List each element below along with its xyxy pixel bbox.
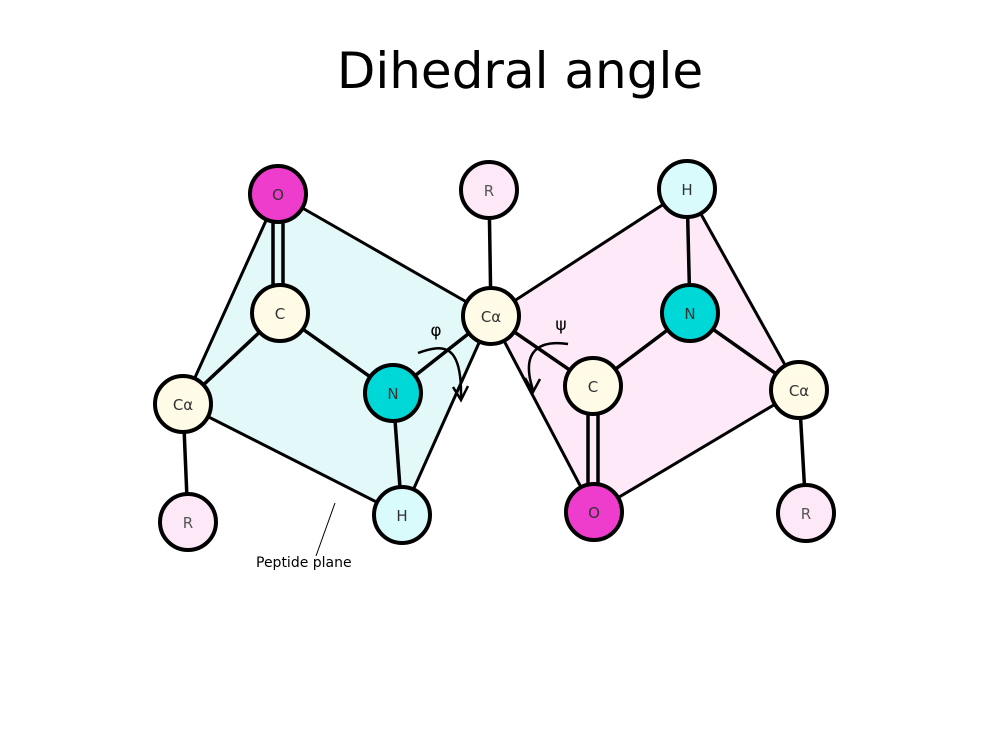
atom-ca-left: Cα <box>153 374 213 434</box>
atom-r-right-label: R <box>801 505 811 523</box>
atom-r-left-label: R <box>183 514 193 532</box>
psi-rotation-arrow <box>523 341 569 395</box>
atom-o-left: O <box>248 164 308 224</box>
atom-c-left-label: C <box>275 305 285 323</box>
atom-n-left-label: N <box>387 385 398 403</box>
atom-c-right: C <box>563 356 623 416</box>
atom-c-left: C <box>250 283 310 343</box>
psi-label: ψ <box>555 315 566 335</box>
atom-n-right: N <box>660 283 720 343</box>
atom-ca-right: Cα <box>769 360 829 420</box>
atom-h-left: H <box>372 485 432 545</box>
atom-ca-right-label: Cα <box>789 382 809 400</box>
atom-h-right-label: H <box>681 181 692 199</box>
atom-r-right: R <box>776 483 836 543</box>
phi-rotation-arrow <box>417 347 470 403</box>
atom-r-center-label: R <box>484 182 494 200</box>
atom-ca-center: Cα <box>461 286 521 346</box>
atom-o-left-label: O <box>272 186 284 204</box>
atom-ca-left-label: Cα <box>173 396 193 414</box>
peptide-plane-right <box>489 186 802 515</box>
peptide-plane-caption: Peptide plane <box>256 555 352 571</box>
diagram-title: Dihedral angle <box>336 42 704 100</box>
atom-n-left: N <box>363 363 423 423</box>
atom-r-left: R <box>158 492 218 552</box>
atom-h-left-label: H <box>396 507 407 525</box>
atom-o-right: O <box>564 482 624 542</box>
atom-ca-center-label: Cα <box>481 308 501 326</box>
phi-label: φ <box>430 321 441 341</box>
atom-h-right: H <box>657 159 717 219</box>
atom-n-right-label: N <box>684 305 695 323</box>
atom-o-right-label: O <box>588 504 600 522</box>
atom-c-right-label: C <box>588 378 598 396</box>
caption-pointer-line <box>315 502 336 557</box>
atom-r-center: R <box>459 160 519 220</box>
